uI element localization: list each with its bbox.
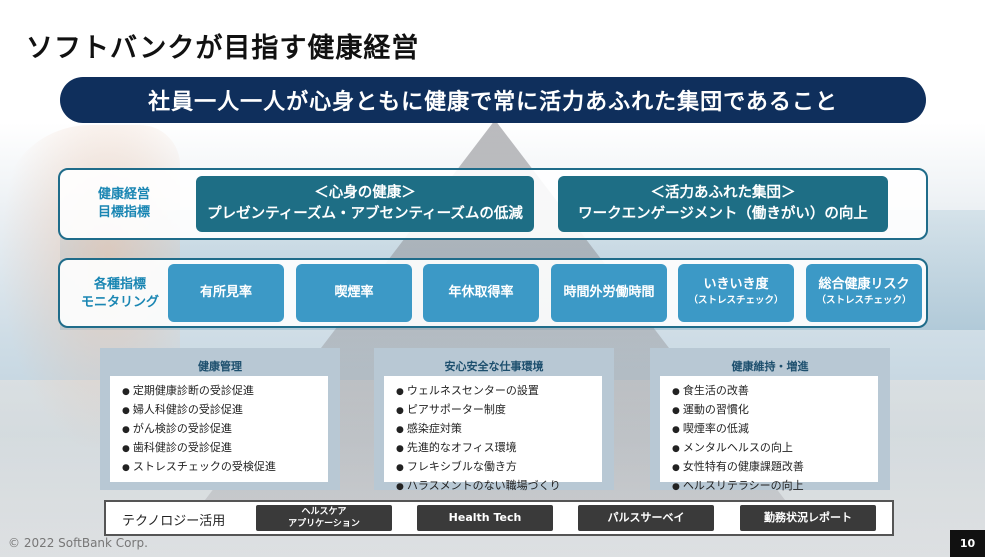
- kpi-label: 時間外労働時間: [563, 285, 655, 300]
- page-title: ソフトバンクが目指す健康経営: [26, 33, 420, 64]
- kpi-leave-rate: 年休取得率: [423, 264, 539, 322]
- list-item: 女性特有の健康課題改善: [672, 458, 878, 477]
- kpi-sublabel: （ストレスチェック）: [816, 295, 912, 306]
- kpi-label: 喫煙率: [334, 285, 374, 300]
- monitoring-label-line2: モニタリング: [80, 295, 159, 310]
- goals-label-line1: 健康経営: [97, 187, 150, 202]
- list-item: 感染症対策: [396, 420, 602, 439]
- kpi-smoking-rate: 喫煙率: [296, 264, 412, 322]
- category-list: 定期健康診断の受診促進 婦人科健診の受診促進 がん検診の受診促進 歯科健診の受診…: [110, 376, 328, 482]
- kpi-label: 有所見率: [199, 285, 252, 300]
- tech-pulse-survey: パルスサーベイ: [578, 505, 714, 531]
- goals-label-line2: 目標指標: [97, 205, 150, 220]
- list-item: 先進的なオフィス環境: [396, 439, 602, 458]
- monitoring-label-line1: 各種指標: [93, 277, 146, 292]
- category-title: 健康管理: [198, 360, 242, 373]
- tech-health-tech: Health Tech: [417, 505, 553, 531]
- category-list: ウェルネスセンターの設置 ピアサポーター制度 感染症対策 先進的なオフィス環境 …: [384, 376, 602, 492]
- category-health-management: 健康管理 定期健康診断の受診促進 婦人科健診の受診促進 がん検診の受診促進 歯科…: [100, 348, 340, 490]
- technology-label: テクノロジー活用: [122, 514, 226, 529]
- list-item: 定期健康診断の受診促進: [122, 382, 328, 401]
- category-health-maintenance: 健康維持・増進 食生活の改善 運動の習慣化 喫煙率の低減 メンタルヘルスの向上 …: [650, 348, 890, 492]
- list-item: ヘルスリテラシーの向上: [672, 477, 878, 496]
- category-title: 安心安全な仕事環境: [444, 360, 544, 373]
- kpi-label: いきいき度: [703, 277, 769, 292]
- category-title: 健康維持・増進: [731, 360, 809, 373]
- category-list: 食生活の改善 運動の習慣化 喫煙率の低減 メンタルヘルスの向上 女性特有の健康課…: [660, 376, 878, 492]
- list-item: ハラスメントのない職場づくり: [396, 477, 602, 496]
- goal-mind-body: ＜心身の健康＞ プレゼンティーズム・アブセンティーズムの低減: [196, 176, 534, 232]
- tech-line1: 勤務状況レポート: [764, 511, 852, 524]
- kpi-vitality-level: いきいき度 （ストレスチェック）: [678, 264, 794, 322]
- list-item: ピアサポーター制度: [396, 401, 602, 420]
- list-item: 運動の習慣化: [672, 401, 878, 420]
- goal-text: プレゼンティーズム・アブセンティーズムの低減: [207, 206, 523, 222]
- list-item: メンタルヘルスの向上: [672, 439, 878, 458]
- goal-heading: ＜活力あふれた集団＞: [650, 185, 796, 201]
- goal-heading: ＜心身の健康＞: [314, 185, 416, 201]
- goal-text: ワークエンゲージメント（働きがい）の向上: [578, 206, 868, 222]
- category-safe-work-environment: 安心安全な仕事環境 ウェルネスセンターの設置 ピアサポーター制度 感染症対策 先…: [374, 348, 614, 492]
- list-item: 喫煙率の低減: [672, 420, 878, 439]
- kpi-abnormal-findings-rate: 有所見率: [168, 264, 284, 322]
- list-item: フレキシブルな働き方: [396, 458, 602, 477]
- list-item: ストレスチェックの受検促進: [122, 458, 328, 477]
- kpi-label: 総合健康リスク: [818, 277, 910, 292]
- tech-work-status-report: 勤務状況レポート: [740, 505, 876, 531]
- page-number: 10: [950, 530, 985, 557]
- tech-healthcare-app: ヘルスケア アプリケーション: [256, 505, 392, 531]
- goal-vitality: ＜活力あふれた集団＞ ワークエンゲージメント（働きがい）の向上: [558, 176, 888, 232]
- list-item: 婦人科健診の受診促進: [122, 401, 328, 420]
- tech-line2: アプリケーション: [288, 519, 360, 529]
- list-item: 歯科健診の受診促進: [122, 439, 328, 458]
- list-item: 食生活の改善: [672, 382, 878, 401]
- kpi-overtime-hours: 時間外労働時間: [551, 264, 667, 322]
- copyright: © 2022 SoftBank Corp.: [8, 536, 148, 550]
- list-item: ウェルネスセンターの設置: [396, 382, 602, 401]
- tech-line1: Health Tech: [448, 511, 522, 524]
- mission-banner: 社員一人一人が心身ともに健康で常に活力あふれた集団であること: [60, 77, 926, 123]
- kpi-label: 年休取得率: [448, 285, 514, 300]
- kpi-health-risk: 総合健康リスク （ストレスチェック）: [806, 264, 922, 322]
- kpi-sublabel: （ストレスチェック）: [688, 295, 784, 306]
- tech-line1: ヘルスケア: [301, 507, 347, 517]
- goals-label: 健康経営 目標指標: [74, 186, 174, 222]
- monitoring-label: 各種指標 モニタリング: [68, 276, 172, 312]
- tech-line1: パルスサーベイ: [607, 511, 685, 524]
- list-item: がん検診の受診促進: [122, 420, 328, 439]
